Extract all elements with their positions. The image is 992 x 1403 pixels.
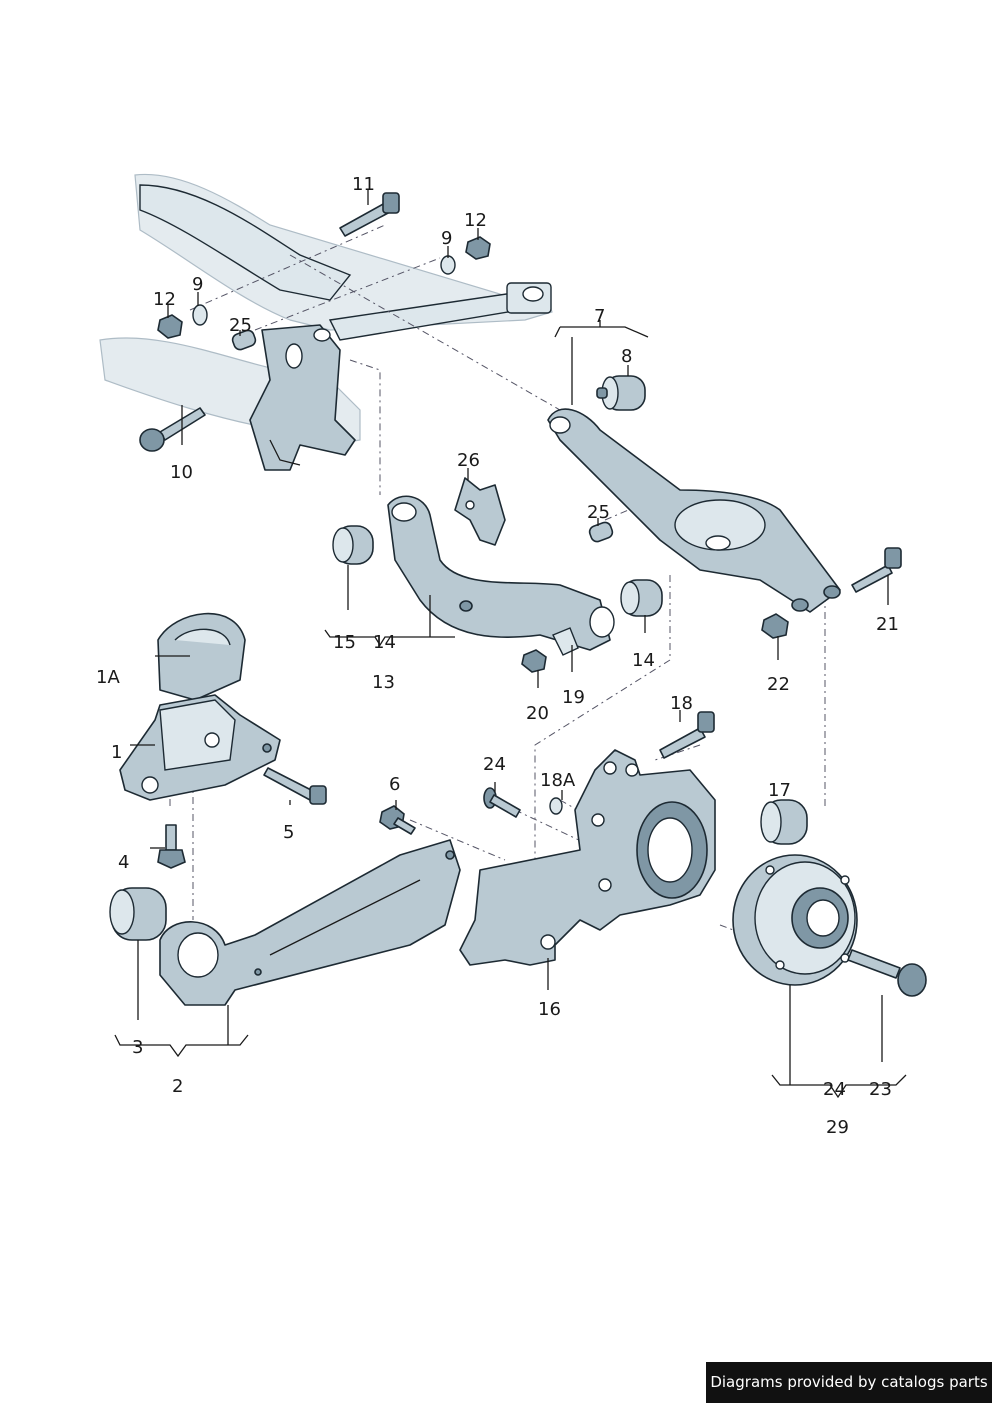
callout-3: 3: [132, 1037, 143, 1058]
upper-control-arm: [547, 408, 841, 613]
spring-seat-insulator: [157, 612, 246, 701]
leader-lines: [114, 190, 907, 1099]
callout-19: 19: [562, 687, 585, 708]
callout-24-top: 24: [483, 754, 506, 775]
callout-9-right: 9: [441, 228, 452, 249]
callout-22: 22: [767, 674, 790, 695]
callout-6: 6: [389, 774, 400, 795]
fasteners: [139, 192, 927, 997]
bushing-15: [332, 525, 374, 565]
callout-8: 8: [621, 346, 632, 367]
callout-12-left: 12: [153, 289, 176, 310]
callout-21: 21: [876, 614, 899, 635]
callout-labels: 11 12 9 9 12 25 10 7 8 26 25 21 15 14 14…: [96, 174, 899, 1138]
callout-26: 26: [457, 450, 480, 471]
wheel-hub: [732, 854, 858, 986]
callout-17: 17: [768, 780, 791, 801]
callout-13: 13: [372, 672, 395, 693]
callout-10: 10: [170, 462, 193, 483]
callout-18: 18: [670, 693, 693, 714]
callout-24-bottom: 24: [823, 1079, 846, 1100]
callout-9-left: 9: [192, 274, 203, 295]
callout-16: 16: [538, 999, 561, 1020]
trailing-arm: [159, 839, 461, 1006]
callout-25-right: 25: [587, 502, 610, 523]
lateral-link: [387, 495, 615, 651]
bushing-14: [620, 579, 663, 617]
callout-1a: 1A: [96, 667, 120, 688]
bushing-3: [109, 887, 167, 941]
callout-12-right: 12: [464, 210, 487, 231]
callout-4: 4: [118, 852, 129, 873]
callout-23: 23: [869, 1079, 892, 1100]
callout-11: 11: [352, 174, 375, 195]
wheel-carrier: [459, 749, 716, 966]
callout-7: 7: [594, 306, 605, 327]
callout-29: 29: [826, 1117, 849, 1138]
subframe: [99, 173, 553, 471]
bushing-8: [596, 375, 646, 411]
callout-15: 15: [333, 632, 356, 653]
callout-14-right: 14: [632, 650, 655, 671]
callout-5: 5: [283, 822, 294, 843]
spring-seat-bracket: [119, 694, 281, 801]
callout-25-left: 25: [229, 315, 252, 336]
callout-20: 20: [526, 703, 549, 724]
bushing-17: [760, 799, 808, 845]
callout-18a: 18A: [540, 770, 576, 791]
callout-2: 2: [172, 1076, 183, 1097]
bracket-26: [454, 477, 506, 546]
callout-1: 1: [111, 742, 122, 763]
footer-credit-badge: Diagrams provided by catalogs parts: [706, 1362, 992, 1403]
callout-14-left: 14: [373, 632, 396, 653]
